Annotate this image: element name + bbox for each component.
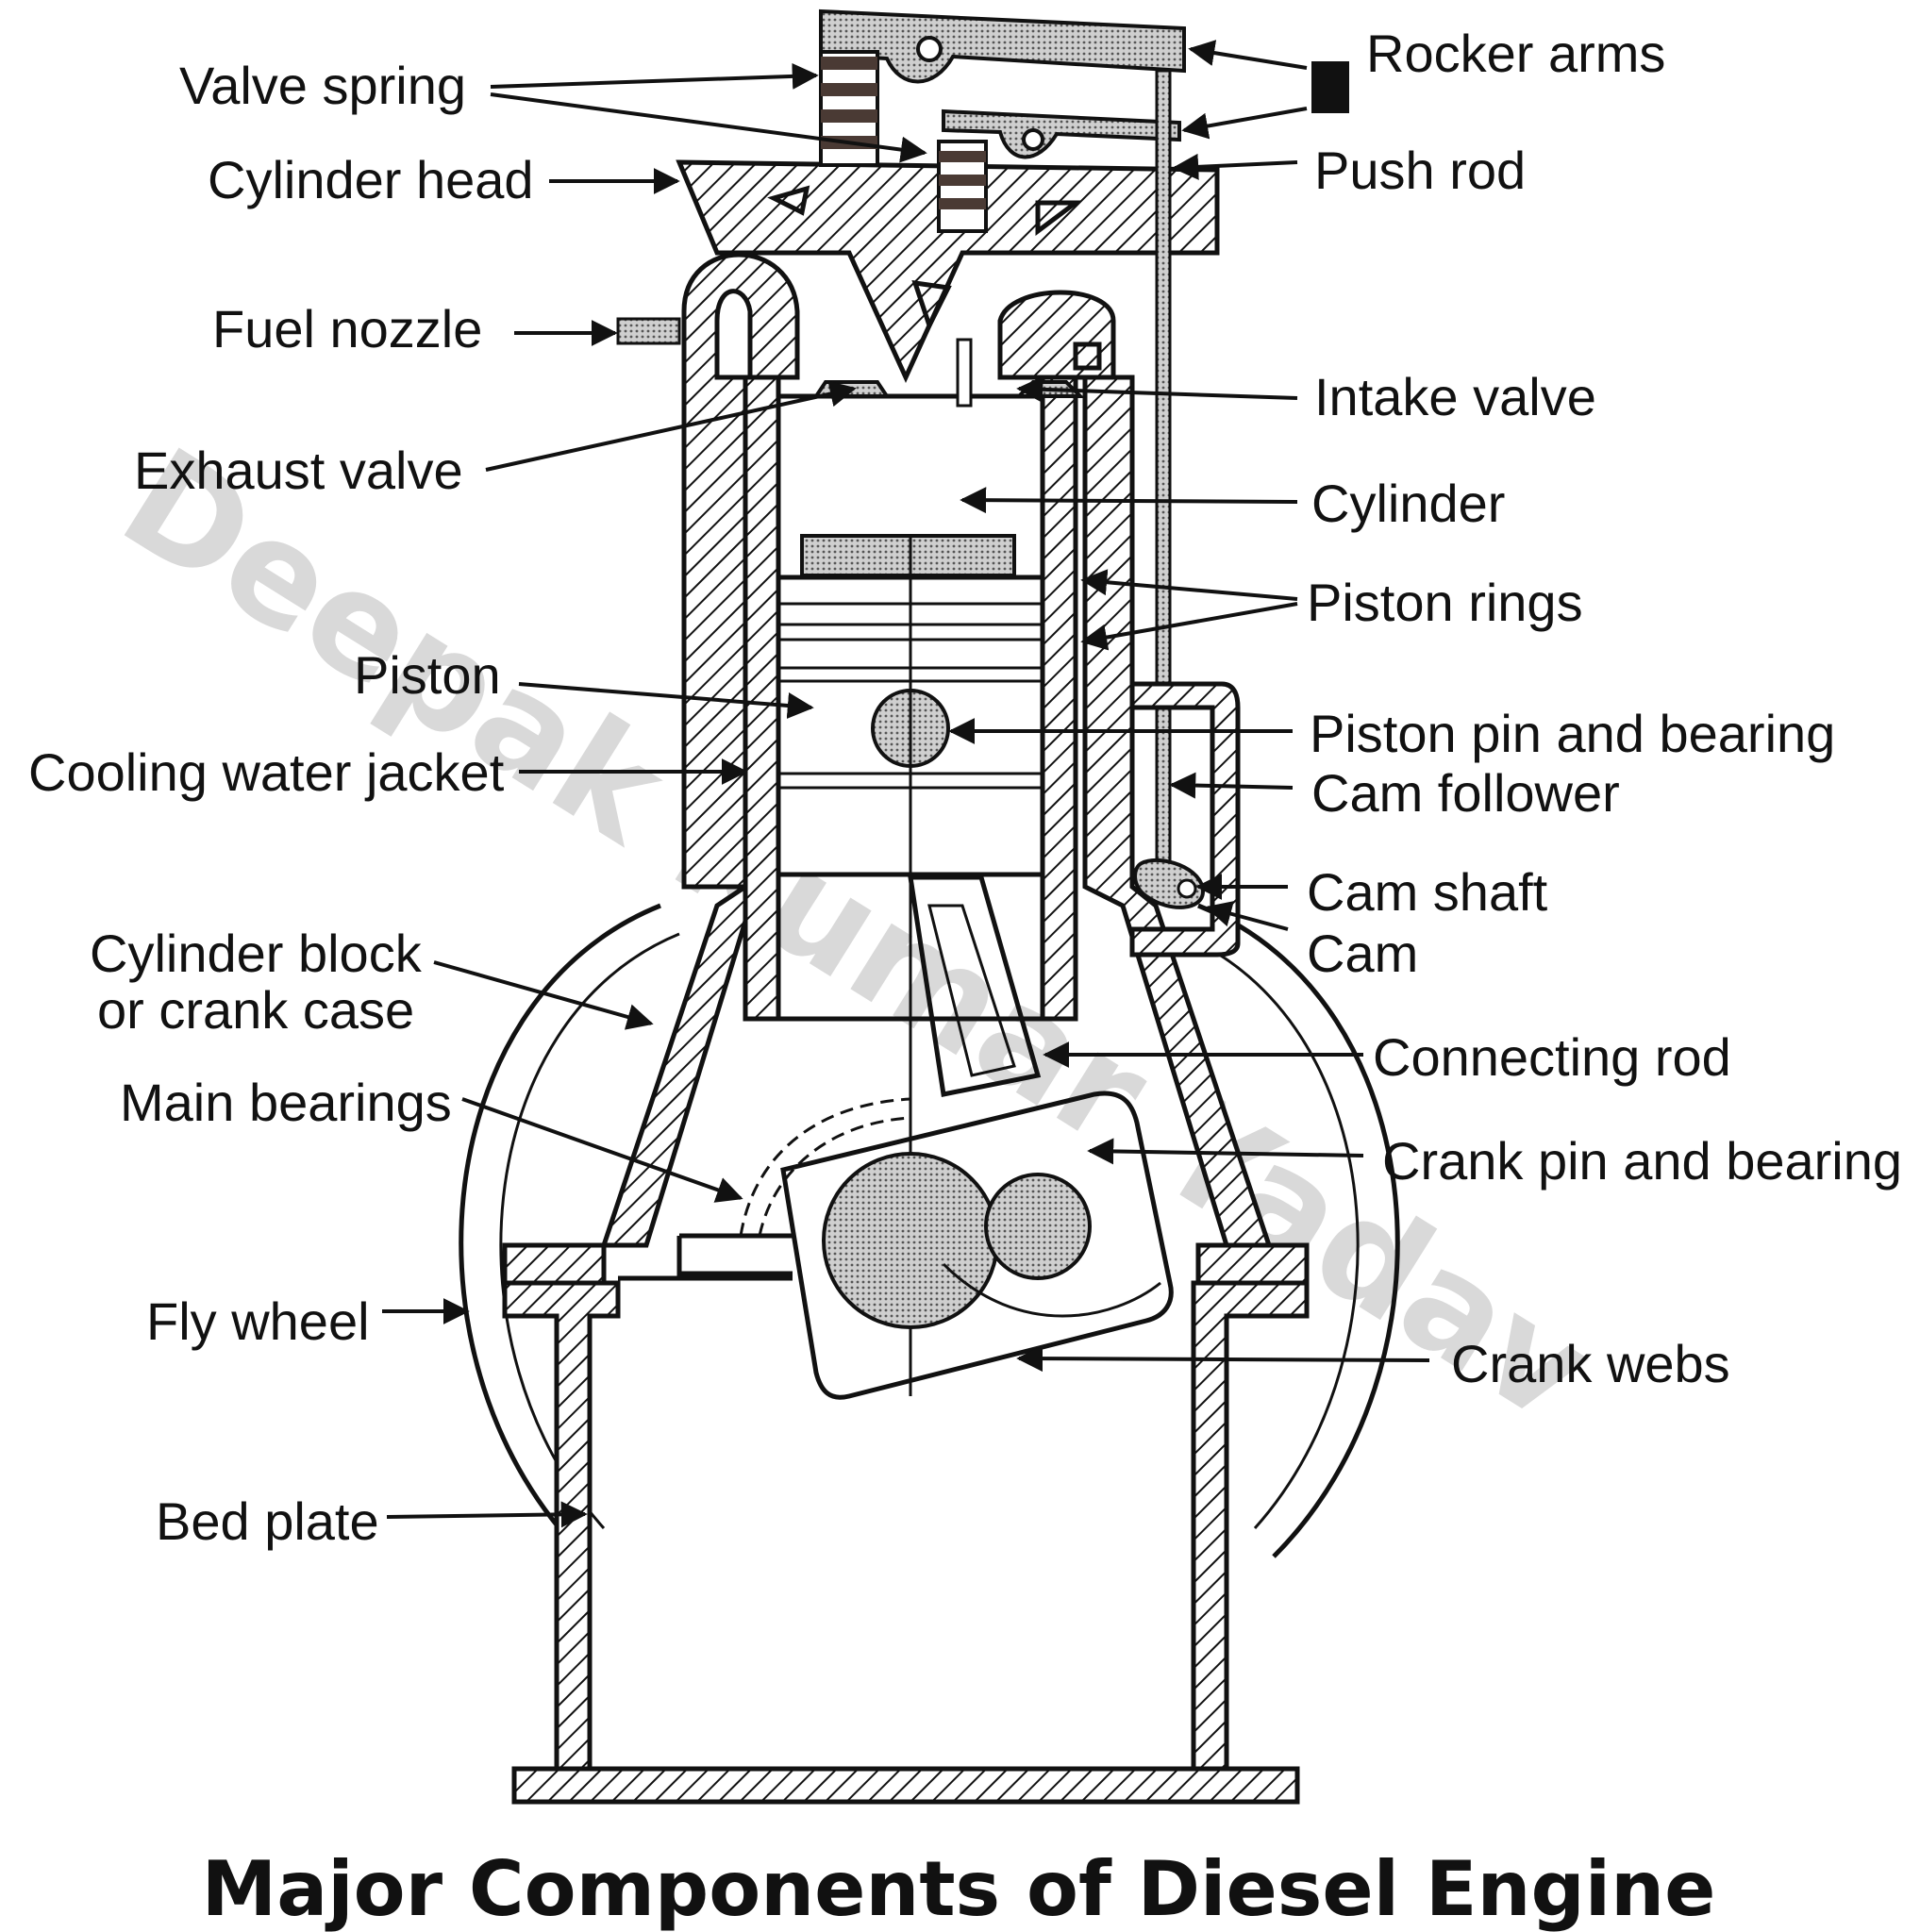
label-fly-wheel: Fly wheel — [146, 1291, 370, 1351]
fuel-nozzle-shape — [616, 317, 681, 345]
page-title: Major Components of Diesel Engine — [202, 1845, 1716, 1932]
leader-lines — [382, 40, 1430, 1528]
label-push-rod: Push rod — [1314, 141, 1526, 200]
label-cam: Cam — [1307, 924, 1418, 983]
label-piston: Piston — [354, 645, 501, 705]
label-rocker-arms: Rocker arms — [1366, 24, 1665, 83]
label-cylinder-head: Cylinder head — [208, 150, 534, 209]
label-piston-pin-and-bearing: Piston pin and bearing — [1310, 704, 1835, 763]
label-valve-spring: Valve spring — [179, 56, 466, 115]
label-connecting-rod: Connecting rod — [1373, 1027, 1731, 1087]
main-bearing-shape — [822, 1152, 999, 1329]
label-piston-rings: Piston rings — [1307, 573, 1583, 632]
label-cylinder-block-line1: Cylinder block — [90, 924, 423, 983]
label-main-bearings: Main bearings — [120, 1073, 452, 1132]
label-intake-valve: Intake valve — [1314, 367, 1596, 426]
labels: Rocker arms Valve spring Push rod Cylind… — [28, 24, 1902, 1551]
label-bed-plate: Bed plate — [156, 1491, 379, 1551]
label-crank-pin-and-bearing: Crank pin and bearing — [1382, 1131, 1902, 1191]
label-cylinder-block-line2: or crank case — [97, 980, 414, 1040]
label-crank-webs: Crank webs — [1451, 1334, 1730, 1393]
connecting-rod-shape — [908, 874, 1042, 1097]
label-cam-follower: Cam follower — [1311, 763, 1620, 823]
label-cooling-water-jacket: Cooling water jacket — [28, 742, 505, 802]
label-cylinder: Cylinder — [1311, 474, 1505, 533]
rocker-arms-shape — [819, 8, 1186, 233]
crank-pin-shape — [984, 1173, 1092, 1280]
push-rod-shape — [1155, 69, 1172, 884]
label-fuel-nozzle: Fuel nozzle — [212, 299, 482, 358]
rocker-arms-marker — [1311, 61, 1349, 113]
crank-webs-shape — [780, 1091, 1174, 1400]
label-cam-shaft: Cam shaft — [1307, 862, 1548, 922]
cam-assembly-shape — [1129, 681, 1241, 958]
label-exhaust-valve: Exhaust valve — [134, 441, 463, 500]
engine-illustration — [459, 8, 1400, 1805]
fly-wheel-shape — [459, 903, 661, 1558]
bed-plate-shape — [502, 1242, 1310, 1805]
